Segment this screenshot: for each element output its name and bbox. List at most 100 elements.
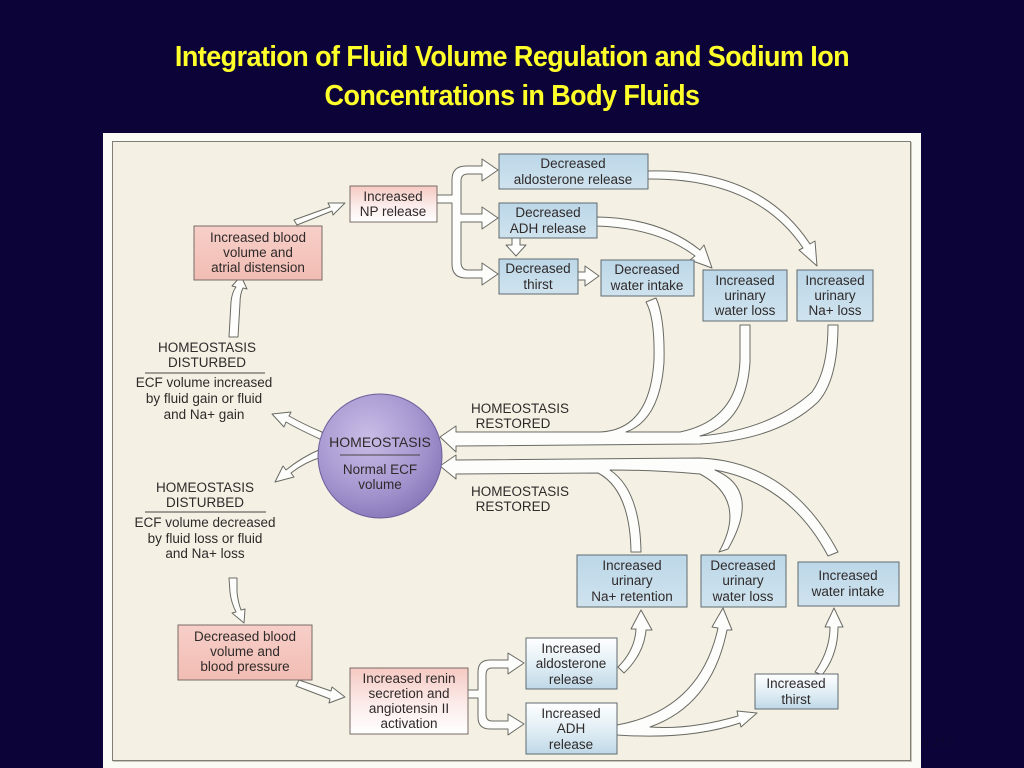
- restored-text: RESTORED: [476, 416, 551, 431]
- disturbed-heading: HOMEOSTASIS: [158, 340, 256, 355]
- box-text: NP release: [360, 204, 427, 219]
- box-text: Increased: [541, 641, 600, 656]
- arrow-thirst-to-water-intake: [814, 607, 844, 676]
- arrow-to-np-release: [293, 202, 346, 226]
- homeostasis-restored-top: HOMEOSTASIS RESTORED: [471, 401, 569, 431]
- arrow-adh-to-thirst: [505, 237, 527, 257]
- disturbed-heading: DISTURBED: [166, 495, 244, 510]
- arrow-circle-to-disturbed-top: [271, 411, 323, 441]
- box-decreased-thirst: Decreased thirst: [498, 258, 579, 295]
- box-increased-urinary-na-loss: Increased urinary Na+ loss: [796, 269, 874, 322]
- arrow-up-to-blood-volume: [228, 275, 248, 338]
- box-text: water intake: [610, 278, 684, 293]
- box-text: activation: [380, 716, 437, 731]
- disturbed-heading: HOMEOSTASIS: [156, 480, 254, 495]
- box-increased-renin-secretion: Increased renin secretion and angiotensi…: [349, 667, 469, 735]
- box-text: Increased: [602, 558, 661, 573]
- box-text: water intake: [811, 584, 885, 599]
- box-text: urinary: [724, 288, 766, 303]
- box-increased-aldosterone-release: Increased aldosterone release: [525, 637, 618, 690]
- box-text: ADH release: [510, 221, 587, 236]
- arrow-return-bottom: [439, 454, 839, 557]
- arrow-adh-to-urinary-water-loss: [596, 216, 713, 269]
- box-increased-adh-release: Increased ADH release: [525, 702, 618, 755]
- box-text: urinary: [722, 573, 764, 588]
- arrow-fork-renin: [466, 652, 525, 736]
- box-text: Increased renin: [362, 671, 455, 686]
- box-text: Increased: [818, 568, 877, 583]
- box-text: water loss: [714, 303, 776, 318]
- box-text: Increased: [766, 676, 825, 691]
- circle-text: Normal ECF: [343, 462, 417, 477]
- box-decreased-aldosterone-release: Decreased aldosterone release: [498, 153, 649, 190]
- box-decreased-blood-volume: Decreased blood volume and blood pressur…: [177, 624, 313, 681]
- slide-title: Integration of Fluid Volume Regulation a…: [36, 38, 988, 116]
- restored-text: RESTORED: [476, 499, 551, 514]
- box-increased-water-intake: Increased water intake: [797, 561, 900, 607]
- arrows: [228, 158, 844, 737]
- box-text: aldosterone: [536, 656, 607, 671]
- box-text: secretion and: [368, 686, 449, 701]
- disturbed-text: ECF volume increased: [136, 375, 273, 390]
- box-text: angiotensin II: [369, 701, 449, 716]
- slide-title-line-2: Concentrations in Body Fluids: [324, 80, 700, 112]
- box-decreased-adh-release: Decreased ADH release: [498, 202, 598, 239]
- box-decreased-urinary-water-loss: Decreased urinary water loss: [700, 554, 787, 608]
- arrow-return-top: [439, 297, 839, 453]
- arrow-down-to-blood-volume: [228, 577, 246, 624]
- box-text: Decreased: [515, 205, 580, 220]
- restored-text: HOMEOSTASIS: [471, 484, 569, 499]
- arrow-adh-to-decreased-water-loss: [616, 607, 758, 737]
- box-text: volume and: [210, 644, 280, 659]
- box-text: release: [549, 737, 593, 752]
- box-text: Decreased blood: [194, 629, 296, 644]
- box-text: urinary: [814, 288, 856, 303]
- box-text: ADH: [557, 721, 586, 736]
- homeostasis-restored-bottom: HOMEOSTASIS RESTORED: [471, 484, 569, 514]
- homeostasis-circle: HOMEOSTASIS Normal ECF volume: [317, 393, 443, 519]
- box-text: aldosterone release: [514, 172, 633, 187]
- disturbed-text: ECF volume decreased: [134, 515, 275, 530]
- box-increased-thirst: Increased thirst: [754, 673, 839, 710]
- box-text: Na+ retention: [591, 589, 672, 604]
- disturbed-text: and Na+ gain: [164, 407, 245, 422]
- arrow-to-renin: [295, 679, 346, 704]
- box-text: Decreased: [710, 558, 775, 573]
- box-text: blood pressure: [200, 659, 289, 674]
- disturbed-text: and Na+ loss: [165, 546, 244, 561]
- circle-heading: HOMEOSTASIS: [329, 434, 431, 450]
- box-text: thirst: [781, 692, 811, 707]
- disturbed-text: by fluid loss or fluid: [148, 531, 263, 546]
- box-text: volume and: [223, 245, 293, 260]
- box-text: Decreased: [540, 156, 605, 171]
- box-text: Decreased: [614, 262, 679, 277]
- box-text: atrial distension: [211, 260, 305, 275]
- box-decreased-water-intake: Decreased water intake: [600, 259, 695, 297]
- restored-text: HOMEOSTASIS: [471, 401, 569, 416]
- circle-text: volume: [358, 477, 402, 492]
- box-text: Increased: [363, 189, 422, 204]
- arrow-aldosterone-to-na-retention: [617, 609, 653, 674]
- box-increased-blood-volume: Increased blood volume and atrial disten…: [193, 225, 323, 281]
- box-text: Increased: [715, 273, 774, 288]
- slide-title-line-1: Integration of Fluid Volume Regulation a…: [174, 41, 850, 73]
- arrow-circle-to-disturbed-bottom: [274, 448, 323, 483]
- box-text: Increased blood: [210, 230, 306, 245]
- box-increased-np-release: Increased NP release: [349, 185, 438, 223]
- box-increased-urinary-water-loss: Increased urinary water loss: [702, 269, 788, 322]
- box-text: release: [549, 672, 593, 687]
- homeostasis-disturbed-bottom: HOMEOSTASIS DISTURBED ECF volume decreas…: [134, 480, 275, 561]
- homeostasis-disturbed-top: HOMEOSTASIS DISTURBED ECF volume increas…: [136, 340, 273, 422]
- disturbed-text: by fluid gain or fluid: [146, 391, 262, 406]
- arrow-fork-np: [436, 158, 499, 286]
- box-text: Decreased: [505, 261, 570, 276]
- box-text: Na+ loss: [809, 303, 862, 318]
- box-text: Increased: [805, 273, 864, 288]
- arrow-aldosterone-to-na-loss: [647, 170, 818, 267]
- box-text: water loss: [712, 589, 774, 604]
- box-increased-na-retention: Increased urinary Na+ retention: [576, 554, 688, 608]
- arrow-thirst-to-water-intake: [577, 265, 600, 287]
- disturbed-heading: DISTURBED: [168, 355, 246, 370]
